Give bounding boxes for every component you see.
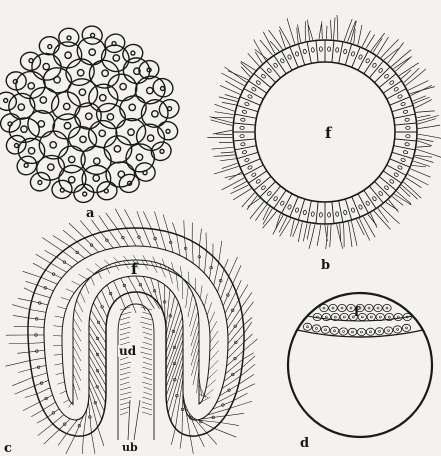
caption-c: c: [4, 442, 12, 455]
caption-b: b: [321, 259, 330, 272]
cavity-label-c: f: [131, 262, 137, 277]
mouth-label-c: ub: [122, 442, 138, 453]
caption-a: a: [86, 207, 94, 220]
caption-d: d: [300, 437, 309, 450]
cavity-label-d: f: [354, 306, 360, 319]
cavity-label-b: f: [325, 126, 331, 141]
inner-label-c: ud: [118, 345, 137, 357]
